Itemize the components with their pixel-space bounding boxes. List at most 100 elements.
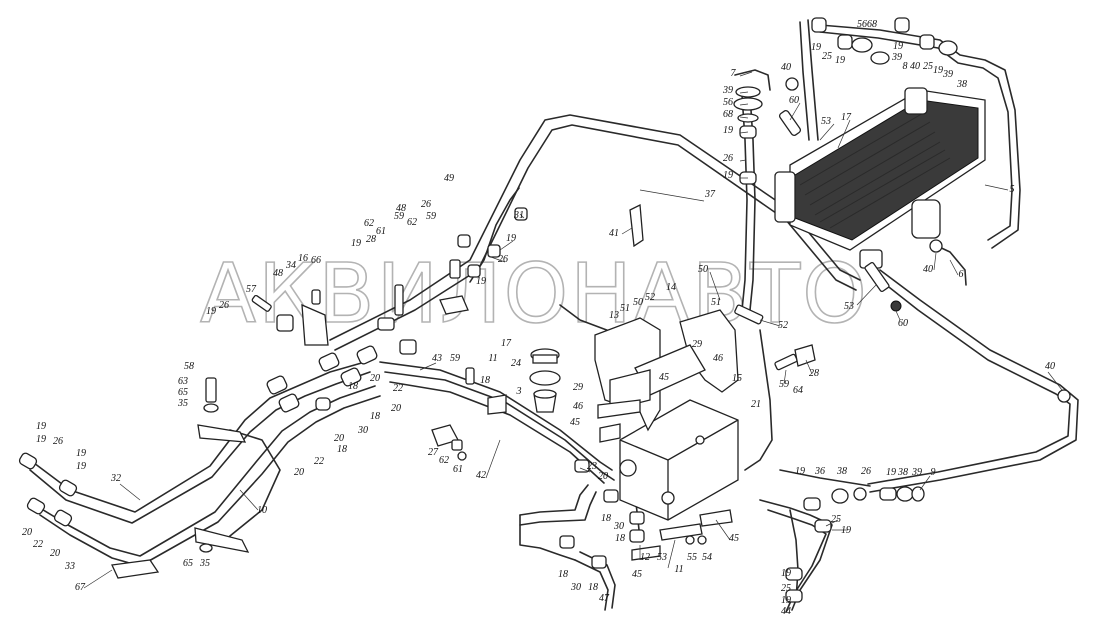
callout-label: 60 [898, 318, 908, 329]
callout-label: 51 [620, 303, 630, 314]
callout-label: 39 [911, 467, 922, 478]
callout-label: 28 [366, 234, 376, 245]
callout-label: 56 [723, 97, 733, 108]
callout-label: 26 [498, 254, 508, 265]
callout-label: 39 [722, 85, 733, 96]
callout-label: 53 [844, 301, 854, 312]
callout-label: 19 [76, 448, 86, 459]
callout-label: 19 [36, 434, 46, 445]
callout-label: 68 [867, 19, 877, 30]
callout-label: 40 [1045, 361, 1055, 372]
callout-label: 19 [781, 568, 791, 579]
callout-label: 67 [75, 582, 86, 593]
callout-label: 19 [886, 467, 896, 478]
callout-label: 14 [666, 282, 676, 293]
callout-label: 13 [609, 310, 619, 321]
callout-label: 50 [633, 297, 643, 308]
callout-label: 22 [314, 456, 324, 467]
callout-label: 25 [831, 514, 841, 525]
callout-label: 36 [814, 466, 825, 477]
leader-lines [83, 71, 1063, 589]
radiator-5 [774, 87, 986, 269]
callout-label: 21 [751, 399, 761, 410]
callout-label: 62 [364, 218, 374, 229]
callout-label: 9 [931, 467, 936, 478]
callout-label: 20 [50, 548, 60, 559]
callout-label: 19 [476, 276, 486, 287]
callout-label: 26 [723, 153, 733, 164]
callout-label: 40 [910, 61, 920, 72]
fittings [18, 17, 1071, 603]
callout-label: 48 [396, 203, 406, 214]
callout-label: 45 [729, 533, 739, 544]
callout-label: 61 [376, 226, 386, 237]
callout-label: 58 [184, 361, 194, 372]
callout-label: 19 [893, 41, 903, 52]
callout-label: 22 [393, 383, 403, 394]
callout-label: 46 [713, 353, 723, 364]
callout-label: 59 [779, 379, 789, 390]
callout-label: 18 [588, 582, 598, 593]
callout-label: 11 [488, 353, 497, 364]
callout-label: 19 [795, 466, 805, 477]
callout-label: 35 [199, 558, 210, 569]
callout-label: 39 [942, 69, 953, 80]
callout-label: 26 [53, 436, 63, 447]
callout-label: 40 [923, 264, 933, 275]
filter-cup [529, 348, 561, 413]
callout-label: 28 [809, 368, 819, 379]
callout-label: 30 [357, 425, 368, 436]
callout-label: 55 [687, 552, 697, 563]
callout-label: 19 [351, 238, 361, 249]
callout-label: 19 [835, 55, 845, 66]
callout-label: 23 [587, 461, 597, 472]
callout-label: 62 [407, 217, 417, 228]
callout-label: 11 [674, 564, 683, 575]
callout-label: 38 [956, 79, 967, 90]
callout-label: 57 [246, 284, 257, 295]
callout-label: 22 [33, 539, 43, 550]
callout-label: 52 [645, 292, 655, 303]
callout-label: 33 [64, 561, 75, 572]
callout-label: 35 [177, 398, 188, 409]
callout-label: 20 [334, 433, 344, 444]
callout-label: 20 [370, 373, 380, 384]
callout-label: 46 [573, 401, 583, 412]
callout-label: 19 [723, 170, 733, 181]
callout-label: 53 [657, 552, 667, 563]
callout-label: 10 [257, 505, 267, 516]
callout-label: 18 [558, 569, 568, 580]
callout-label: 39 [891, 52, 902, 63]
callout-label: 37 [704, 189, 716, 200]
callout-label: 25 [781, 583, 791, 594]
callout-label: 60 [789, 95, 799, 106]
callout-label: 19 [206, 306, 216, 317]
callout-label: 48 [273, 268, 283, 279]
callout-label: 24 [511, 358, 521, 369]
callout-label: 45 [659, 372, 669, 383]
tank [619, 399, 739, 521]
callout-label: 18 [348, 381, 358, 392]
callout-label: 18 [480, 375, 490, 386]
callout-label: 53 [821, 116, 831, 127]
callout-label: 18 [370, 411, 380, 422]
callout-label: 19 [76, 461, 86, 472]
callout-label: 27 [428, 447, 439, 458]
callout-label: 26 [219, 300, 229, 311]
callout-label: 52 [778, 320, 788, 331]
callout-label: 19 [506, 233, 516, 244]
callout-label: 19 [723, 125, 733, 136]
callout-label: 65 [178, 387, 188, 398]
callout-label: 68 [723, 109, 733, 120]
callout-label: 18 [337, 444, 347, 455]
callout-label: 16 [298, 253, 308, 264]
callout-label: 65 [183, 558, 193, 569]
callout-label: 32 [110, 473, 121, 484]
callout-label: 25 [822, 51, 832, 62]
callout-label: 17 [501, 338, 512, 349]
callout-label: 19 [36, 421, 46, 432]
callout-label: 49 [444, 173, 454, 184]
callout-label: 38 [836, 466, 847, 477]
